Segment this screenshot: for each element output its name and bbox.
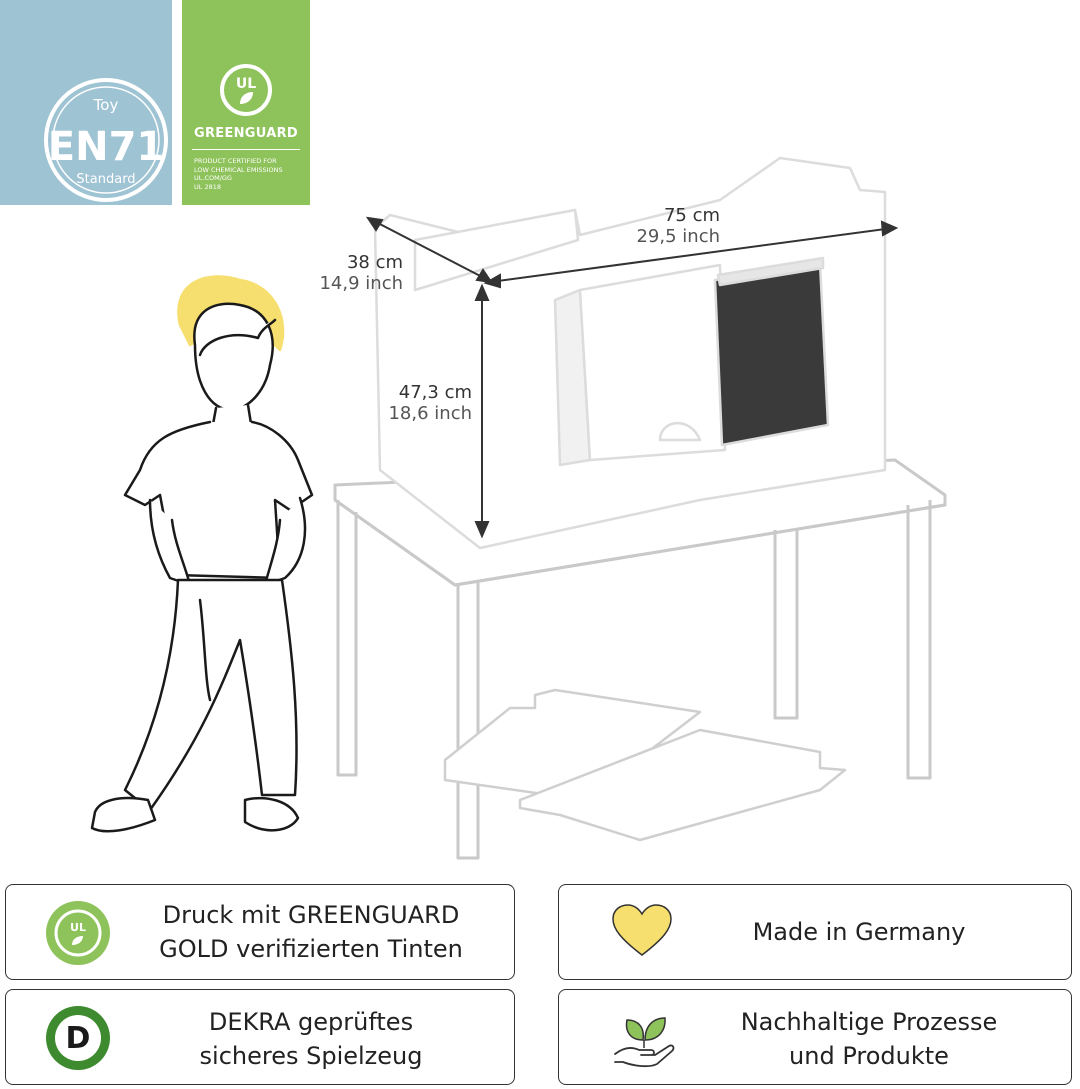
svg-text:UL: UL: [236, 76, 256, 92]
ul-logo-icon: UL: [220, 64, 272, 116]
product-scene: [90, 156, 947, 860]
feature-dekra-text: DEKRA geprüftes sicheres Spielzeug: [199, 1008, 423, 1070]
feature-sustainability: Nachhaltige Prozesse und Produkte: [558, 989, 1072, 1085]
feature-made-in-germany: Made in Germany: [558, 884, 1072, 980]
depth-inch: 14,9 inch: [319, 273, 403, 294]
feature-made-in-germany-text: Made in Germany: [752, 918, 966, 946]
en71-badge: Toy EN71 Standard: [0, 0, 172, 205]
cardboard-pieces: [443, 688, 847, 842]
greenguard-fine-print: PRODUCT CERTIFIED FOR LOW CHEMICAL EMISS…: [194, 157, 283, 191]
width-inch: 29,5 inch: [636, 226, 720, 247]
feature-dekra: D DEKRA geprüftes sicheres Spielzeug: [5, 989, 515, 1085]
height-dimension-label: 47,3 cm 18,6 inch: [360, 382, 472, 424]
en71-top-text: Toy: [93, 96, 119, 114]
en71-seal-icon: Toy EN71 Standard: [44, 78, 168, 202]
depth-cm: 38 cm: [346, 252, 403, 273]
svg-text:D: D: [66, 1021, 91, 1056]
feature-greenguard-text: Druck mit GREENGUARD GOLD verifizierten …: [159, 901, 463, 963]
en71-main-text: EN71: [48, 124, 164, 170]
greenguard-title: GREENGUARD: [193, 126, 298, 141]
greenguard-divider: [192, 149, 300, 150]
svg-text:UL: UL: [70, 921, 86, 934]
width-cm: 75 cm: [663, 205, 720, 226]
leaf-hand-icon: [614, 1017, 675, 1068]
depth-dimension-label: 38 cm 14,9 inch: [290, 252, 403, 294]
feature-sustainability-text: Nachhaltige Prozesse und Produkte: [740, 1008, 998, 1070]
puppet-theater-illustration: [373, 156, 887, 550]
heart-icon: [612, 904, 672, 956]
width-dimension-label: 75 cm 29,5 inch: [600, 205, 720, 247]
child-illustration: [90, 275, 314, 833]
dekra-icon: D: [46, 1006, 110, 1070]
feature-greenguard: UL Druck mit GREENGUARD GOLD verifiziert…: [5, 884, 515, 980]
height-cm: 47,3 cm: [398, 382, 472, 403]
height-inch: 18,6 inch: [388, 403, 472, 424]
ul-greenguard-icon: UL: [46, 901, 110, 965]
greenguard-badge: UL GREENGUARD PRODUCT CERTIFIED FOR LOW …: [182, 0, 310, 205]
en71-bottom-text: Standard: [76, 172, 135, 187]
dimension-arrows: [365, 216, 899, 539]
